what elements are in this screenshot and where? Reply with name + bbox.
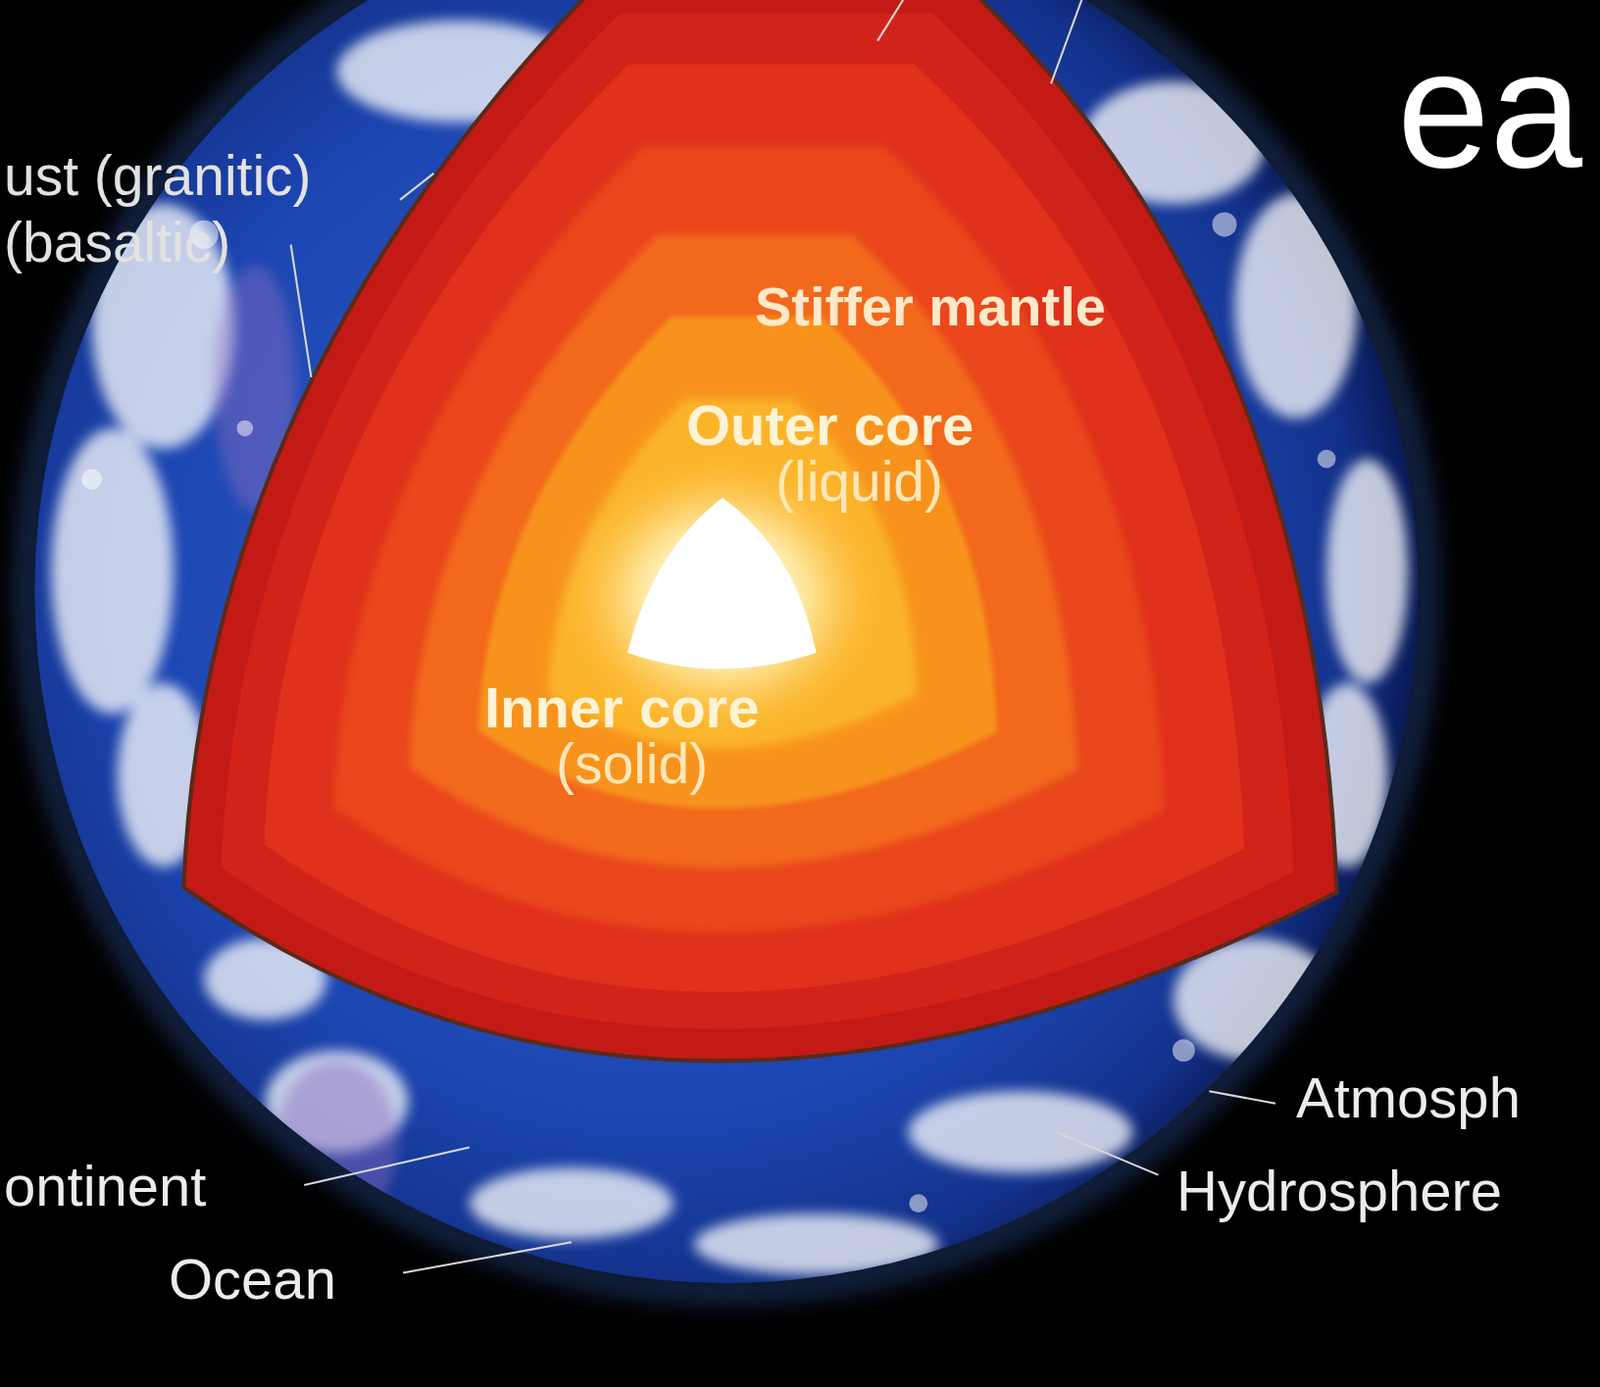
inner-core [627,498,817,670]
leader-lines [291,0,1276,1273]
crust-label: ust (granitic) [3,147,312,206]
layer-label: Stiffer mantle [754,278,1106,337]
title-fragment: ea [1397,21,1583,198]
sphere-label: Hydrosphere [1176,1161,1502,1222]
layer-label: Inner core [484,678,759,739]
surface-label: Ocean [168,1250,337,1310]
crust-label: (basaltic) [3,213,231,273]
layer-state: (liquid) [775,452,944,512]
cutaway-wedge [183,0,1337,1061]
layer-label: Outer core [686,396,974,456]
sphere-label: Atmosph [1296,1068,1521,1129]
layer-state: (solid) [555,735,708,795]
surface-label: ontinent [3,1156,206,1217]
